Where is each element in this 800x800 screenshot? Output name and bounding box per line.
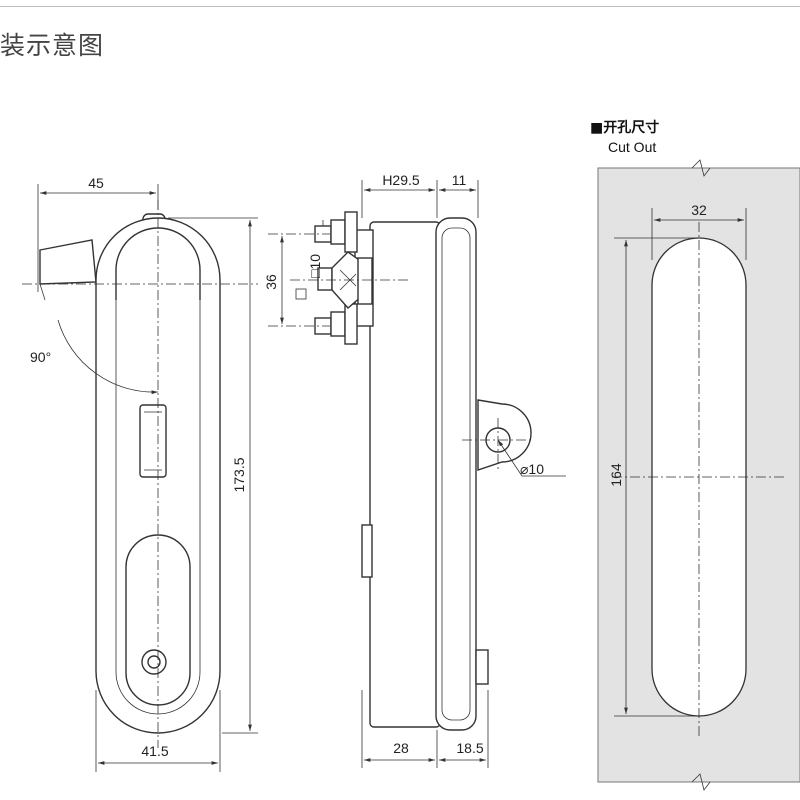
cutout-title-en: Cut Out [608, 139, 656, 155]
rotation-arc [57, 319, 159, 395]
dim-side-depth-right: 18.5 [456, 740, 483, 756]
front-view: 90° 45 173.5 41.5 [22, 175, 258, 772]
dim-side-spacing: 36 [263, 274, 279, 290]
dim-side-h: H29.5 [382, 172, 420, 188]
dim-side-top-right: 11 [452, 172, 467, 188]
dim-side-hole: ⌀10 [520, 461, 544, 477]
dim-front-width-bottom: 41.5 [141, 743, 168, 759]
cutout-title-cn: ■开孔尺寸 [590, 119, 659, 136]
side-front-cover [435, 217, 477, 731]
top-rule [0, 6, 800, 7]
side-lower-stud [475, 649, 489, 685]
dim-front-width-top: 45 [88, 175, 104, 191]
side-lower-tab [361, 524, 373, 578]
dim-side-square: □10 [307, 254, 323, 278]
side-view: □10 ⌀10 36 H29.5 11 28 18.5 [263, 172, 566, 768]
dim-side-depth-left: 28 [393, 740, 409, 756]
front-slot [139, 404, 167, 478]
front-grip-arch [115, 227, 201, 300]
lower-terminal [314, 303, 358, 345]
dim-front-height: 173.5 [231, 457, 247, 492]
cutout-view: ■开孔尺寸 Cut Out 32 164 [590, 119, 800, 791]
dim-cutout-height: 164 [608, 463, 624, 487]
rotation-angle-label: 90° [30, 349, 51, 365]
upper-terminal [314, 211, 358, 253]
dim-cutout-width: 32 [691, 202, 707, 218]
page-title: 装示意图 [0, 31, 105, 60]
side-body [369, 221, 441, 728]
handle-lever [39, 239, 97, 285]
